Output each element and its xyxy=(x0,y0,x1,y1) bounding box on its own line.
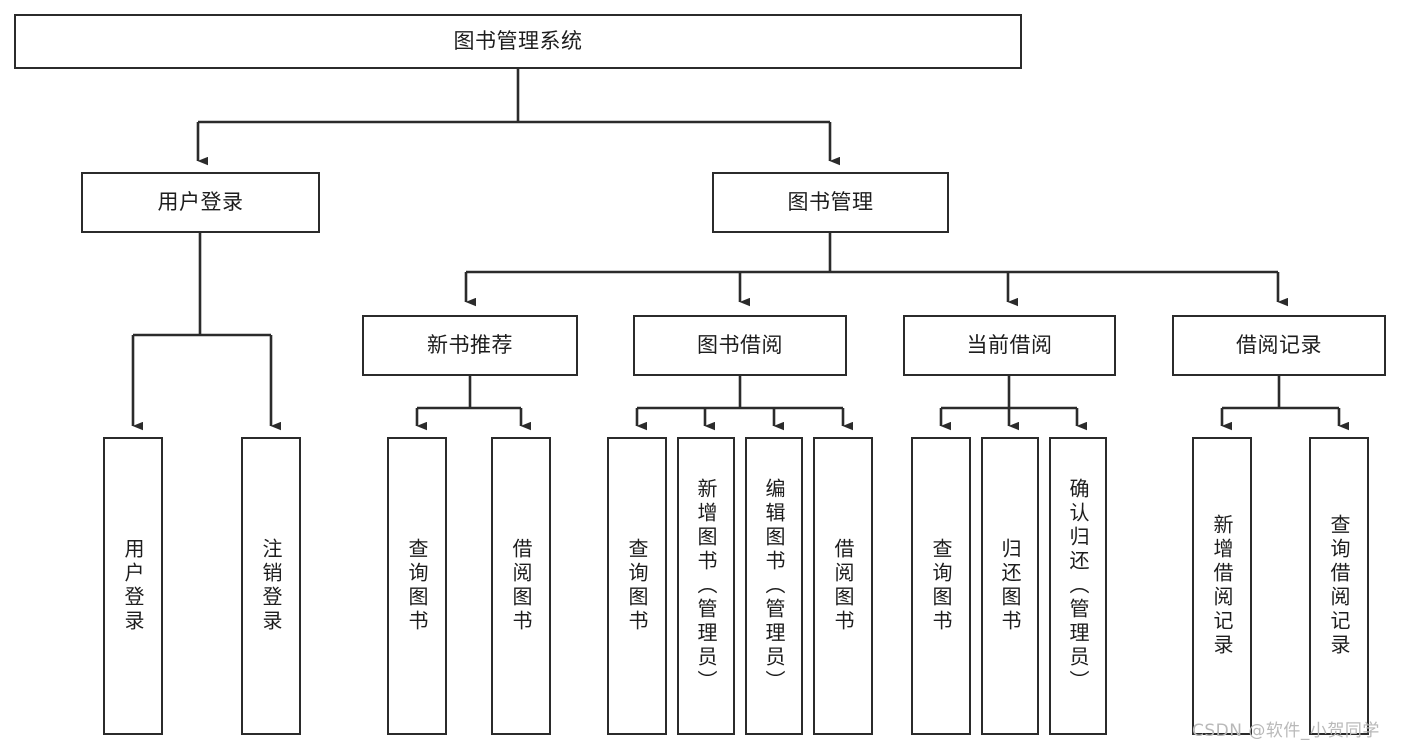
node-book-borrow-label: 图书借阅 xyxy=(697,333,783,358)
node-book-borrow[interactable]: 图书借阅 xyxy=(633,315,847,376)
node-root-book-management-system[interactable]: 图书管理系统 xyxy=(14,14,1022,69)
node-leaf-confirm-return-admin-label: 确认归还（管理员） xyxy=(1066,478,1090,694)
node-leaf-user-login-label: 用户登录 xyxy=(121,538,145,634)
node-leaf-borrow-book-label: 借阅图书 xyxy=(831,538,855,634)
node-leaf-edit-book-admin[interactable]: 编辑图书（管理员） xyxy=(745,437,803,735)
node-leaf-add-borrow-record[interactable]: 新增借阅记录 xyxy=(1192,437,1252,735)
node-leaf-add-book-admin[interactable]: 新增图书（管理员） xyxy=(677,437,735,735)
node-current-borrow-label: 当前借阅 xyxy=(966,333,1053,358)
node-leaf-borrow-book-recommend[interactable]: 借阅图书 xyxy=(491,437,551,735)
node-leaf-return-book[interactable]: 归还图书 xyxy=(981,437,1039,735)
node-leaf-query-book-current[interactable]: 查询图书 xyxy=(911,437,971,735)
edge-borrow-record-to-leaves xyxy=(1220,376,1349,431)
edge-root-to-level2 xyxy=(196,69,840,166)
node-leaf-user-login[interactable]: 用户登录 xyxy=(103,437,163,735)
node-leaf-query-borrow-record[interactable]: 查询借阅记录 xyxy=(1309,437,1369,735)
node-leaf-query-borrow-record-label: 查询借阅记录 xyxy=(1327,514,1351,658)
node-leaf-borrow-book-recommend-label: 借阅图书 xyxy=(509,538,533,634)
node-borrow-record-label: 借阅记录 xyxy=(1236,333,1322,358)
edge-book-manage-to-level3 xyxy=(464,233,1288,307)
node-leaf-query-book-recommend[interactable]: 查询图书 xyxy=(387,437,447,735)
node-user-login-label: 用户登录 xyxy=(157,190,244,215)
node-leaf-query-book-borrow[interactable]: 查询图书 xyxy=(607,437,667,735)
node-leaf-confirm-return-admin[interactable]: 确认归还（管理员） xyxy=(1049,437,1107,735)
node-leaf-return-book-label: 归还图书 xyxy=(998,538,1022,634)
node-new-book-recommend-label: 新书推荐 xyxy=(427,333,513,358)
edge-book-borrow-to-leaves xyxy=(635,376,853,431)
node-user-login[interactable]: 用户登录 xyxy=(81,172,320,233)
node-new-book-recommend[interactable]: 新书推荐 xyxy=(362,315,578,376)
node-leaf-query-book-recommend-label: 查询图书 xyxy=(405,538,429,634)
edge-user-login-to-leaves xyxy=(131,233,281,431)
edge-current-borrow-to-leaves xyxy=(939,376,1087,431)
node-leaf-borrow-book[interactable]: 借阅图书 xyxy=(813,437,873,735)
node-book-management[interactable]: 图书管理 xyxy=(712,172,949,233)
node-leaf-query-book-current-label: 查询图书 xyxy=(929,538,953,634)
node-leaf-add-book-admin-label: 新增图书（管理员） xyxy=(694,478,718,694)
node-leaf-logout-label: 注销登录 xyxy=(259,538,283,634)
node-leaf-add-borrow-record-label: 新增借阅记录 xyxy=(1210,514,1234,658)
node-leaf-logout[interactable]: 注销登录 xyxy=(241,437,301,735)
node-borrow-record[interactable]: 借阅记录 xyxy=(1172,315,1386,376)
csdn-watermark: CSDN @软件_小贺同学 xyxy=(1192,721,1380,741)
node-leaf-edit-book-admin-label: 编辑图书（管理员） xyxy=(762,478,786,694)
node-root-label: 图书管理系统 xyxy=(453,29,583,54)
node-leaf-query-book-borrow-label: 查询图书 xyxy=(625,538,649,634)
node-current-borrow[interactable]: 当前借阅 xyxy=(903,315,1116,376)
node-book-management-label: 图书管理 xyxy=(787,190,874,215)
edge-new-book-to-leaves xyxy=(415,376,531,431)
